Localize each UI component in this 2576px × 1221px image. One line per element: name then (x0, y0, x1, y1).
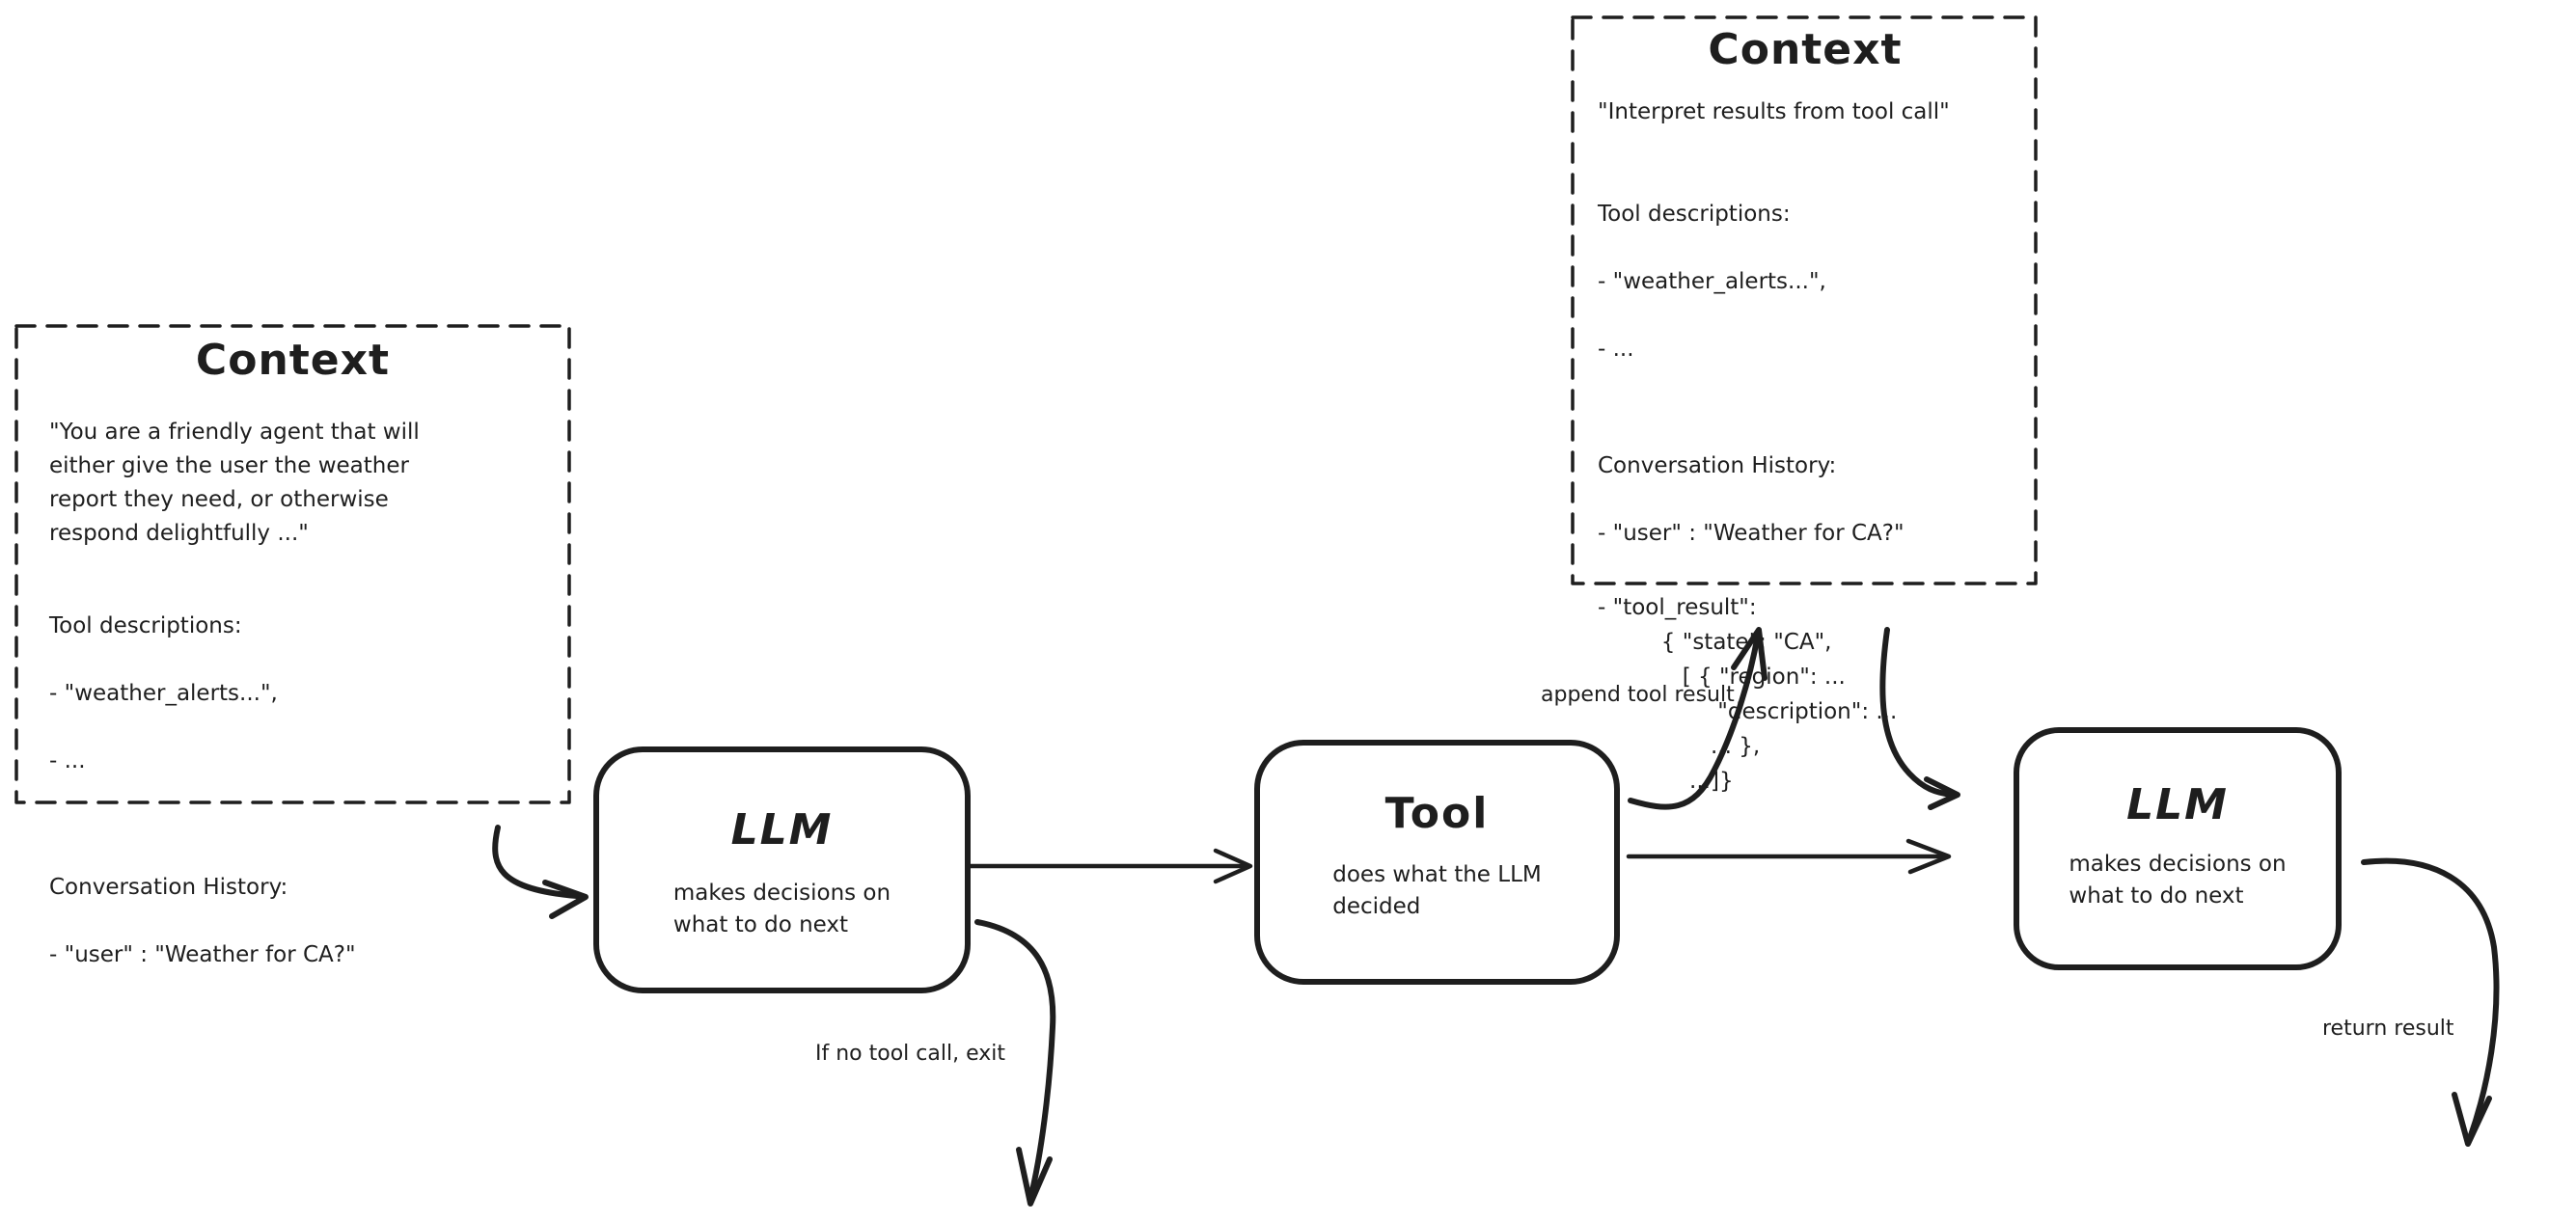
context-right: Context "Interpret results from tool cal… (1573, 17, 2036, 794)
tool-title: Tool (1384, 789, 1490, 838)
label-append-tool-result: append tool result (1541, 683, 1735, 707)
context-left-tool-description-item: - ... (49, 748, 86, 773)
context-left-history-heading: Conversation History: (49, 875, 288, 900)
llm1-subtitle: makes decisions on what to do next (672, 881, 891, 937)
llm2-subtitle: makes decisions on what to do next (2069, 852, 2287, 909)
node-llm1: LLM makes decisions on what to do next (596, 749, 968, 990)
arrow-tool-to-llm2 (1626, 838, 1952, 875)
llm2-title: LLM (2126, 780, 2229, 829)
context-right-tool-descriptions-heading: Tool descriptions: (1598, 202, 1791, 227)
context-right-tool-description-item: - "weather_alerts...", (1598, 269, 1826, 294)
node-llm2: LLM makes decisions on what to do next (2016, 730, 2339, 967)
context-left-system-prompt: "You are a friendly agent that will eith… (49, 420, 420, 546)
context-left-history-item: - "user" : "Weather for CA?" (49, 942, 356, 967)
arrow-llm1-to-tool (968, 848, 1253, 884)
context-left-title: Context (195, 336, 391, 385)
llm1-title: LLM (730, 805, 834, 855)
context-left-tool-description-item: - "weather_alerts...", (49, 681, 278, 706)
tool-subtitle: does what the LLM decided (1332, 862, 1542, 919)
label-return-result: return result (2322, 1017, 2454, 1041)
context-right-tool-description-item: - ... (1598, 337, 1634, 362)
context-left-tool-descriptions-heading: Tool descriptions: (49, 613, 242, 638)
context-right-history-item: - "user" : "Weather for CA?" (1598, 521, 1905, 546)
context-left: Context "You are a friendly agent that w… (16, 326, 569, 967)
context-right-tool-result: - "tool_result": { "state": "CA", [ { "r… (1598, 595, 1898, 794)
arrow-llm2-return (2361, 857, 2500, 1147)
node-tool: Tool does what the LLM decided (1257, 743, 1617, 982)
context-right-history-heading: Conversation History: (1598, 453, 1837, 478)
context-right-system-prompt: "Interpret results from tool call" (1598, 99, 1950, 124)
context-right-title: Context (1708, 25, 1903, 74)
label-if-no-tool-call-exit: If no tool call, exit (815, 1042, 1005, 1066)
